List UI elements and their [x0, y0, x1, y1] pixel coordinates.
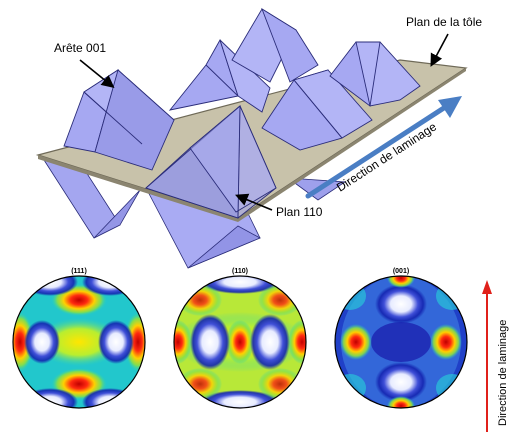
plane-110-label: Plan 110	[276, 205, 323, 219]
pole-figure-title-110: (110)	[232, 268, 248, 275]
pole-figure-title-111: (111)	[71, 268, 87, 275]
pole-figure-title-001: (001)	[393, 268, 409, 275]
edge-arrow	[79, 59, 115, 89]
sheet-plane-label: Plan de la tôle	[406, 15, 482, 29]
side-rolling-arrow	[482, 280, 492, 432]
rolling-direction-arrow	[305, 96, 462, 199]
sheet-plane-arrow	[430, 33, 449, 67]
side-rolling-label: Direction de laminage	[497, 320, 509, 426]
edge-label: Arête 001	[54, 41, 106, 55]
crystal-diagram: Arête 001 Plan de la tôle Direction de l…	[35, 7, 482, 269]
pole-figure-111	[13, 276, 145, 408]
pole-figure-001	[335, 276, 467, 408]
pole-figure-110	[174, 276, 306, 408]
crystals-upper	[63, 7, 421, 219]
pole-figures: (111) (110) (001)	[12, 268, 509, 432]
plane-110-arrow	[235, 193, 273, 211]
